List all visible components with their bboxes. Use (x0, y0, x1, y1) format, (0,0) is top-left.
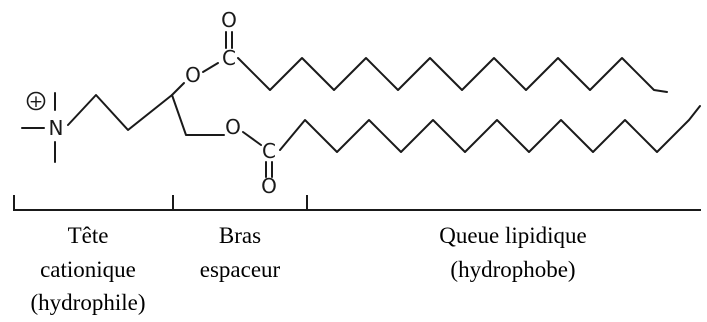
section-label-tail: Queue lipidique (hydrophobe) (439, 223, 587, 282)
lower-o-c-bond (242, 131, 262, 146)
lower-ester-group: O C O (225, 115, 277, 198)
head-label-line-2: cationique (40, 257, 136, 282)
lower-carbonyl-carbon: C (262, 139, 276, 163)
upper-carbonyl-carbon: C (222, 46, 236, 70)
tail-label-line-1: Queue lipidique (439, 223, 587, 248)
upper-o-c-bond (202, 62, 219, 73)
charge-symbol: + (29, 92, 43, 112)
section-brackets (13, 195, 701, 211)
head-label-line-3: (hydrophile) (31, 290, 146, 315)
head-label-line-1: Tête (68, 223, 109, 248)
lower-carbonyl-oxygen: O (261, 174, 277, 198)
charge-circle (26, 91, 46, 111)
tail-label-line-2: (hydrophobe) (450, 257, 575, 282)
section-label-head: Tête cationique (hydrophile) (31, 223, 146, 315)
nitrogen-atom: N (49, 116, 64, 140)
upper-lipid-tail (237, 57, 668, 93)
cationic-head-group: + N (21, 91, 64, 163)
spacer-arm (67, 82, 225, 136)
upper-ester-oxygen: O (185, 63, 201, 87)
spacer-label-line-1: Bras (219, 223, 261, 248)
ester-bond-upper-link (171, 82, 185, 96)
spacer-label-line-2: espaceur (200, 257, 281, 282)
lower-lipid-tail (279, 105, 701, 153)
upper-ester-group: O C O (185, 8, 237, 87)
lower-ester-oxygen: O (225, 115, 241, 139)
upper-carbonyl-oxygen: O (221, 8, 237, 32)
spacer-chain (67, 94, 225, 136)
section-label-spacer: Bras espaceur (200, 223, 281, 282)
